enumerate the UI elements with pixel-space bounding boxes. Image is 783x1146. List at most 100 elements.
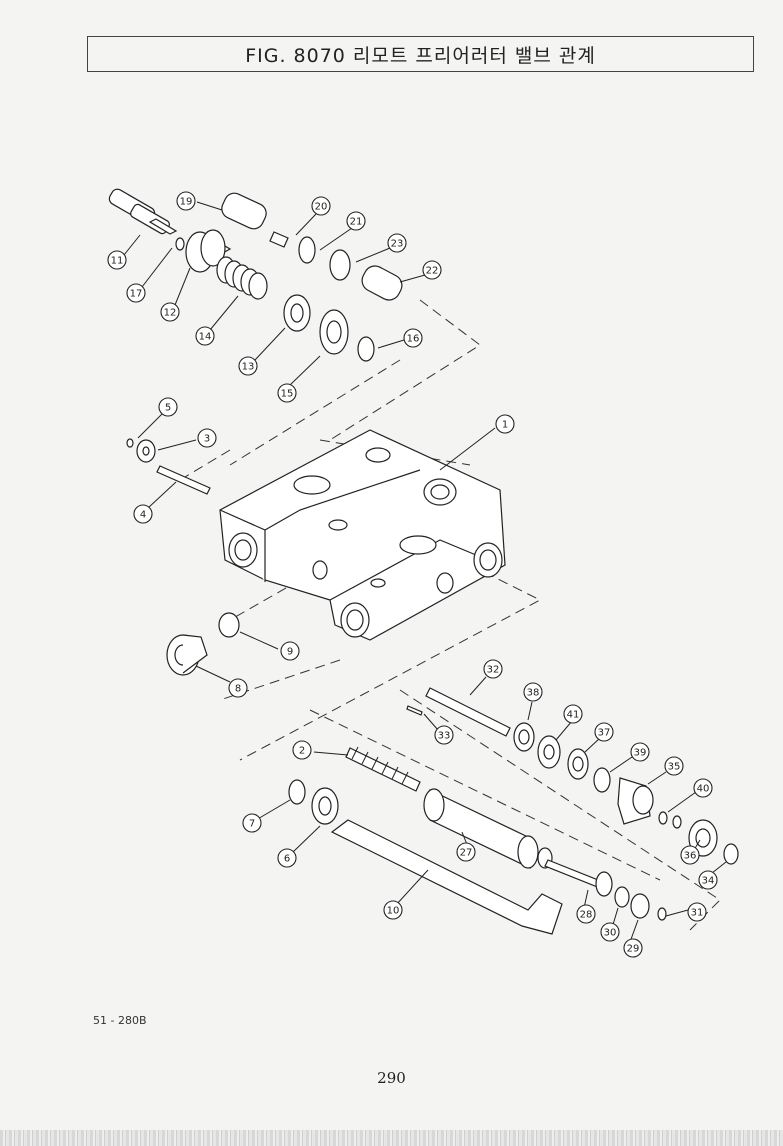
callout-number: 39 [634, 748, 647, 759]
callout-number: 7 [249, 819, 255, 830]
callout-23: 23 [387, 233, 407, 253]
callout-circle [698, 870, 718, 890]
callout-leaders [123, 201, 727, 943]
callout-32: 32 [483, 659, 503, 679]
callout-number: 23 [391, 239, 404, 250]
callout-number: 38 [527, 688, 540, 699]
callout-21: 21 [346, 211, 366, 231]
callout-5: 5 [158, 397, 178, 417]
callout-4: 4 [133, 504, 153, 524]
figure-title-box: FIG. 8070 리모트 프리어러터 밸브 관계 [87, 36, 754, 72]
left-small-parts [126, 438, 240, 676]
callout-number: 30 [604, 928, 617, 939]
callout-13: 13 [238, 356, 258, 376]
callout-29: 29 [623, 938, 643, 958]
callout-number: 41 [567, 710, 580, 721]
callout-circle [107, 250, 127, 270]
page-number: 290 [377, 1069, 406, 1087]
callout-14: 14 [195, 326, 215, 346]
callout-1: 1 [495, 414, 515, 434]
callout-circle [623, 938, 643, 958]
callout-circle [197, 428, 217, 448]
callout-circle [600, 922, 620, 942]
callout-38: 38 [523, 682, 543, 702]
upper-parts [108, 188, 403, 362]
callout-19: 19 [176, 191, 196, 211]
callout-number: 35 [668, 762, 681, 773]
callout-circle [576, 904, 596, 924]
callout-3: 3 [197, 428, 217, 448]
callout-number: 32 [487, 665, 500, 676]
callout-number: 19 [180, 197, 193, 208]
callout-circle [133, 504, 153, 524]
callout-11: 11 [107, 250, 127, 270]
callout-number: 12 [164, 308, 177, 319]
spring-14 [216, 256, 268, 300]
scan-edge-strip [0, 1130, 783, 1146]
callout-number: 37 [598, 728, 611, 739]
callout-circle [664, 756, 684, 776]
callout-number: 14 [199, 332, 212, 343]
callout-30: 30 [600, 922, 620, 942]
callout-circle [422, 260, 442, 280]
callout-circle [311, 196, 331, 216]
callout-circle [228, 678, 248, 698]
callout-circle [563, 704, 583, 724]
callout-number: 6 [284, 854, 290, 865]
callout-17: 17 [126, 283, 146, 303]
callout-number: 21 [350, 217, 363, 228]
callout-39: 39 [630, 742, 650, 762]
callout-number: 40 [697, 784, 710, 795]
callout-number: 34 [702, 876, 715, 887]
callout-number: 13 [242, 362, 255, 373]
callout-22: 22 [422, 260, 442, 280]
callout-6: 6 [277, 848, 297, 868]
callout-circle [495, 414, 515, 434]
callout-circle [434, 725, 454, 745]
lower-spool-parts [288, 687, 739, 935]
figure-title: FIG. 8070 리모트 프리어러터 밸브 관계 [245, 44, 596, 67]
callout-33: 33 [434, 725, 454, 745]
callout-circle [693, 778, 713, 798]
callout-circle [126, 283, 146, 303]
callout-2: 2 [292, 740, 312, 760]
callout-number: 8 [235, 684, 241, 695]
callout-number: 20 [315, 202, 328, 213]
callout-number: 4 [140, 510, 146, 521]
callout-circle [277, 383, 297, 403]
callout-number: 3 [204, 434, 210, 445]
callout-number: 17 [130, 289, 143, 300]
callout-circle [280, 641, 300, 661]
callout-circle [277, 848, 297, 868]
callout-number: 31 [691, 908, 704, 919]
callout-37: 37 [594, 722, 614, 742]
callout-12: 12 [160, 302, 180, 322]
callout-41: 41 [563, 704, 583, 724]
callout-number: 11 [111, 256, 124, 267]
callout-15: 15 [277, 383, 297, 403]
callout-34: 34 [698, 870, 718, 890]
callout-number: 29 [627, 944, 640, 955]
callout-number: 16 [407, 334, 420, 345]
callout-number: 5 [165, 403, 171, 414]
callout-circle [160, 302, 180, 322]
callout-circle [242, 813, 262, 833]
callout-circle [383, 900, 403, 920]
valve-body [219, 429, 506, 641]
callout-number: 9 [287, 647, 293, 658]
callout-circle [523, 682, 543, 702]
callout-circle [292, 740, 312, 760]
callout-28: 28 [576, 904, 596, 924]
callout-number: 2 [299, 746, 305, 757]
callout-number: 33 [438, 731, 451, 742]
callout-35: 35 [664, 756, 684, 776]
callout-number: 15 [281, 389, 294, 400]
callout-circle [403, 328, 423, 348]
callout-27: 27 [456, 842, 476, 862]
callout-circle [387, 233, 407, 253]
callout-40: 40 [693, 778, 713, 798]
callout-16: 16 [403, 328, 423, 348]
callout-36: 36 [680, 845, 700, 865]
callout-circle [456, 842, 476, 862]
